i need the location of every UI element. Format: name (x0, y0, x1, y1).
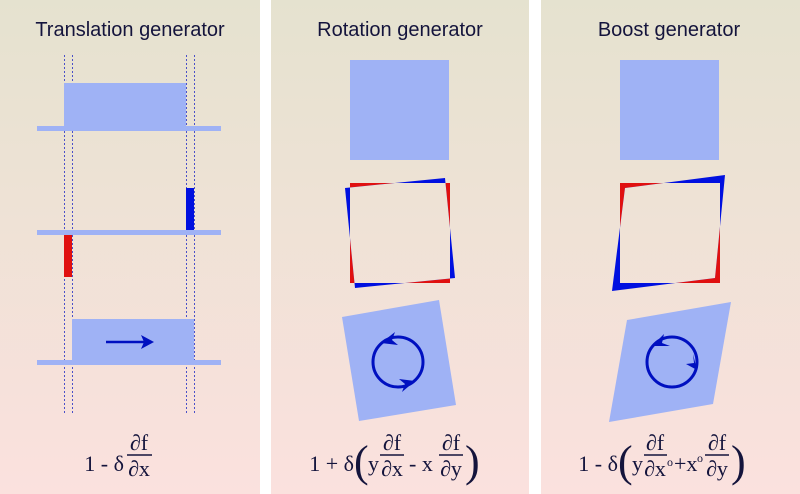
formula-superscript: o (667, 455, 673, 469)
formula-close-paren: ) (731, 437, 746, 486)
boost-difference (612, 175, 725, 291)
boosted-square (609, 302, 731, 422)
formula-open-paren: ( (354, 437, 369, 486)
formula-numerator: ∂f (646, 430, 665, 455)
formula-denominator: ∂x (128, 456, 150, 481)
panel-title: Boost generator (598, 19, 741, 41)
negative-difference-bar (64, 235, 72, 277)
rotation-difference (345, 178, 455, 288)
baseline (37, 230, 221, 235)
formula-term: y (632, 451, 643, 476)
formula-denominator: ∂x (381, 456, 403, 481)
original-square (620, 60, 719, 160)
formula-denominator: ∂y (440, 456, 462, 481)
formula-numerator: ∂f (383, 430, 402, 455)
formula-denominator: ∂y (706, 456, 728, 481)
positive-difference-bar (186, 188, 194, 230)
panel-title: Rotation generator (317, 19, 483, 41)
translation-formula: 1 - δ ∂f ∂x (84, 430, 152, 481)
formula-close-paren: ) (465, 437, 480, 486)
rotation-panel: Rotation generator 1 + δ ( y ∂f ∂x - x ∂… (271, 0, 529, 494)
boost-formula: 1 - δ ( y ∂f ∂x o +x o ∂f ∂y ) (578, 430, 745, 486)
formula-superscript: o (697, 451, 703, 465)
boost-circle-icon (645, 334, 699, 389)
original-block (64, 83, 186, 130)
original-square (350, 60, 449, 160)
formula-lead: 1 - δ (578, 451, 618, 476)
panel-background (0, 0, 260, 494)
boost-panel: Boost generator 1 - δ ( y ∂f ∂x o +x o ∂… (541, 0, 800, 494)
formula-operator: - x (409, 451, 433, 476)
formula-lead: 1 + δ (309, 451, 354, 476)
rotation-formula: 1 + δ ( y ∂f ∂x - x ∂f ∂y ) (309, 430, 479, 486)
translation-panel: Translation generator 1 - δ ∂f ∂x (0, 0, 260, 494)
formula-numerator: ∂f (708, 430, 727, 455)
panel-title: Translation generator (35, 19, 225, 41)
formula-operator: +x (674, 451, 697, 476)
right-arrow-icon (106, 335, 154, 349)
formula-open-paren: ( (618, 437, 633, 486)
baseline (37, 126, 221, 131)
formula-numerator: ∂f (130, 430, 149, 455)
rotated-square (342, 300, 456, 421)
formula-term: y (368, 451, 379, 476)
formula-numerator: ∂f (442, 430, 461, 455)
formula-lead: 1 - δ (84, 451, 124, 476)
formula-denominator: ∂x (644, 456, 666, 481)
baseline (37, 360, 221, 365)
rotation-circle-icon (371, 332, 425, 392)
